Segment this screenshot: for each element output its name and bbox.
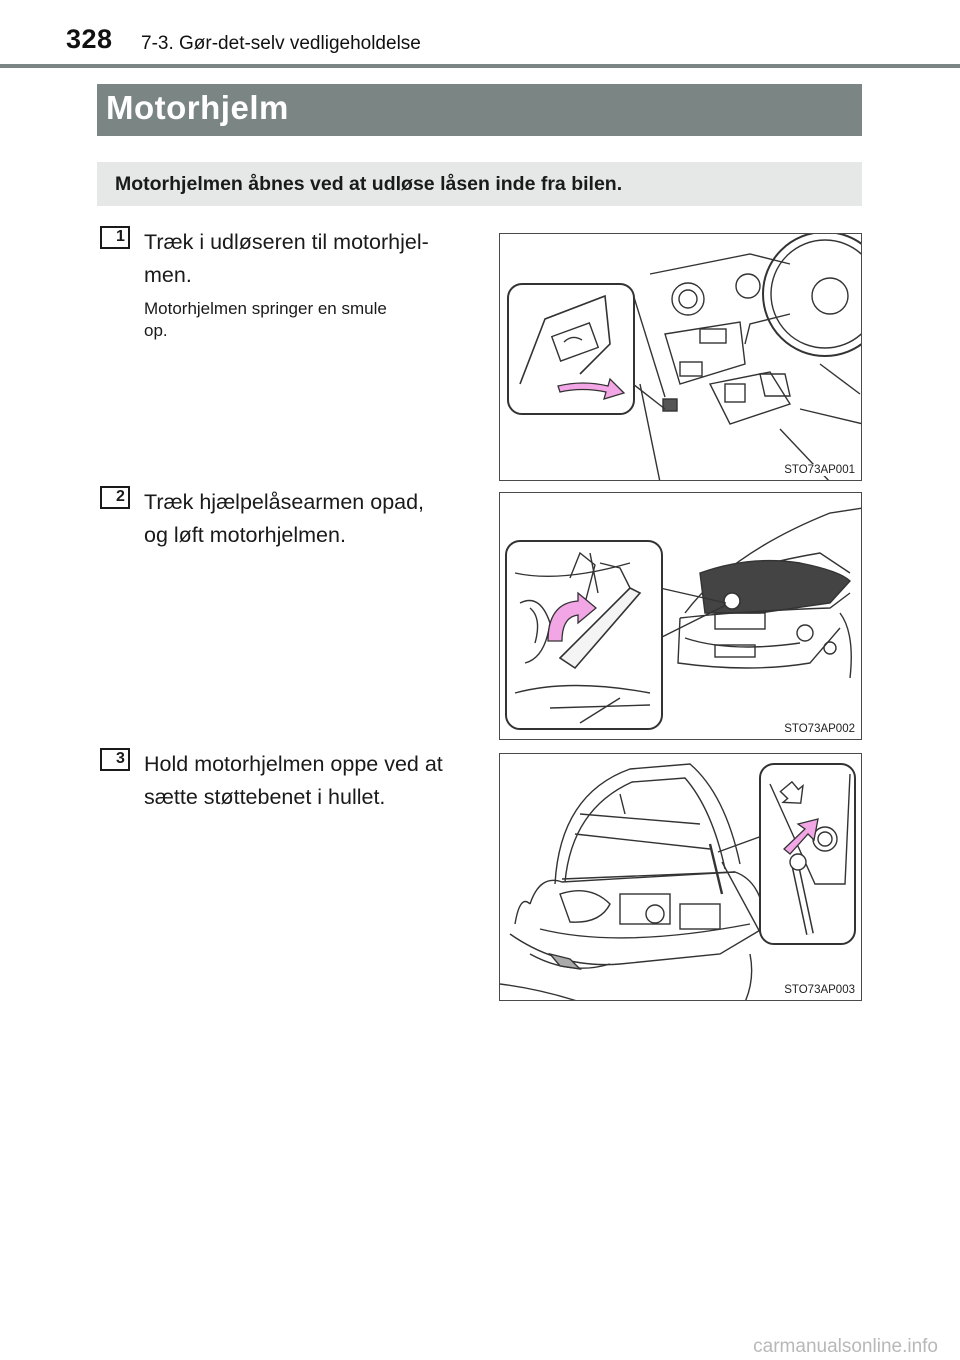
header-rule xyxy=(0,64,960,68)
section-title: 7-3. Gør-det-selv vedligeholdelse xyxy=(141,33,421,54)
intro-text: Motorhjelmen åbnes ved at udløse låsen i… xyxy=(115,173,623,195)
page-number: 328 xyxy=(66,24,113,54)
figure-3: STO73AP003 xyxy=(499,753,862,1001)
step-number-2: 2 xyxy=(100,486,130,509)
figure-1: STO73AP001 xyxy=(499,233,862,481)
figure-2: STO73AP002 xyxy=(499,492,862,740)
step-number-3: 3 xyxy=(100,748,130,771)
step-number-3-label: 3 xyxy=(116,750,125,767)
page-title: Motorhjelm xyxy=(106,89,289,126)
figure-3-code: STO73AP003 xyxy=(783,984,856,996)
step-number-1-label: 1 xyxy=(116,228,125,245)
step-number-1: 1 xyxy=(100,226,130,249)
title-bar: Motorhjelm xyxy=(97,84,862,136)
step-2-text: Træk hjælpelåsearmen opad,og løft motorh… xyxy=(144,490,425,547)
watermark: carmanualsonline.info xyxy=(753,1336,938,1357)
figure-1-code: STO73AP001 xyxy=(783,464,856,476)
intro-box: Motorhjelmen åbnes ved at udløse låsen i… xyxy=(97,162,862,206)
step-number-2-label: 2 xyxy=(116,488,125,505)
step-1-text: Træk i udløseren til motorhjel-men. xyxy=(144,230,429,287)
figure-2-code: STO73AP002 xyxy=(783,723,856,735)
